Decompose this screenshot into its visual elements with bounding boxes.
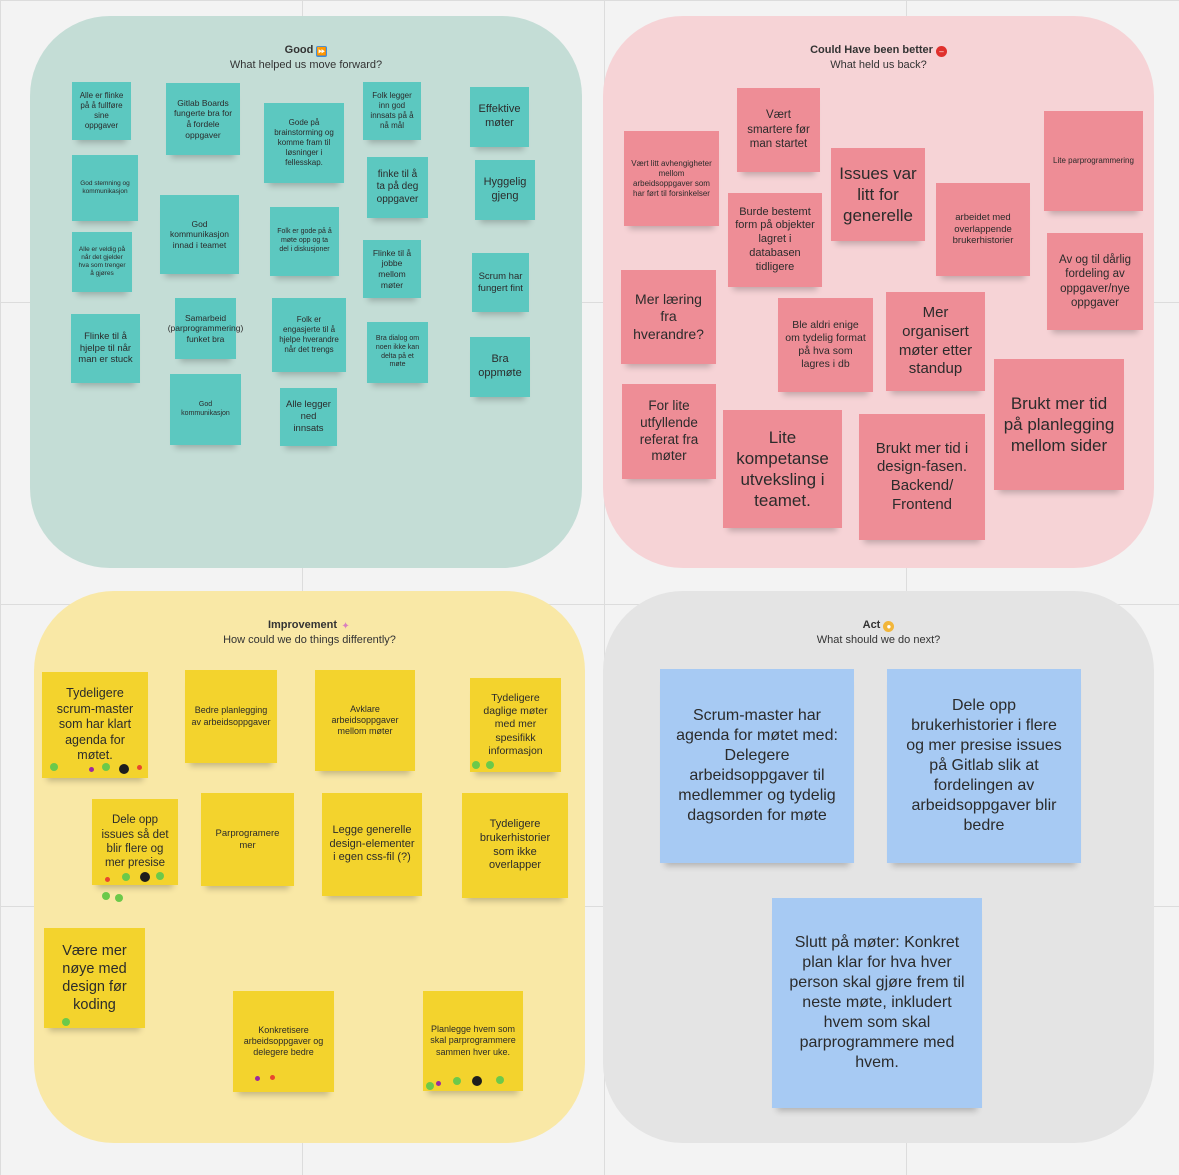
- vote-dot: [50, 763, 58, 771]
- sticky-note-good[interactable]: Alle er veldig på når det gjelder hva so…: [72, 232, 132, 292]
- sticky-note-improvement[interactable]: Avklare arbeidsoppgaver mellom møter: [315, 670, 415, 771]
- sticky-note-good[interactable]: God stemning og kommunikasjon: [72, 155, 138, 221]
- sticky-note-bad[interactable]: Av og til dårlig fordeling av oppgaver/n…: [1047, 233, 1143, 330]
- sticky-note-good[interactable]: God kommunikasjon: [170, 374, 241, 445]
- vote-dot: [269, 1074, 275, 1080]
- sticky-note-good[interactable]: Folk er engasjerte til å hjelpe hverandr…: [272, 298, 346, 372]
- sticky-note-bad[interactable]: Lite parprogrammering: [1044, 111, 1143, 211]
- sticky-note-improvement[interactable]: Være mer nøye med design før koding: [44, 928, 145, 1028]
- sparkle-icon: ✦: [341, 621, 350, 632]
- sticky-note-good[interactable]: Gode på brainstorming og komme fram til …: [264, 103, 344, 183]
- vote-dot: [426, 1082, 434, 1090]
- sticky-note-improvement[interactable]: Planlegge hvem som skal parprogrammere s…: [423, 991, 523, 1091]
- sticky-note-bad[interactable]: Mer læring fra hverandre?: [621, 270, 716, 364]
- vote-dot: [102, 763, 110, 771]
- sticky-note-good[interactable]: Alle er flinke på å fullføre sine oppgav…: [72, 82, 131, 140]
- sticky-note-improvement[interactable]: Tydeligere brukerhistorier som ikke over…: [462, 793, 568, 898]
- frame-title: Improvement: [267, 619, 338, 631]
- sticky-note-improvement[interactable]: Legge generelle design-elementer i egen …: [322, 793, 422, 896]
- sticky-note-good[interactable]: Folk er gode på å møte opp og ta del i d…: [270, 207, 339, 276]
- sticky-note-good[interactable]: God kommunikasjon innad i teamet: [160, 195, 239, 274]
- frame-title: Good: [284, 44, 314, 56]
- sticky-note-improvement[interactable]: Parprogramere mer: [201, 793, 294, 886]
- fast-forward-icon: ⏩: [316, 46, 328, 57]
- frame-subtitle: What helped us move forward?: [229, 59, 383, 71]
- no-entry-icon: –: [935, 46, 947, 57]
- sticky-note-good[interactable]: Effektive møter: [470, 87, 529, 147]
- vote-dot: [435, 1080, 441, 1086]
- vote-dot: [156, 872, 164, 880]
- sticky-note-good[interactable]: Scrum har fungert fint: [472, 253, 529, 312]
- vote-dot: [486, 761, 494, 769]
- sticky-note-good[interactable]: Bra oppmøte: [470, 337, 530, 397]
- vote-dot: [102, 892, 110, 900]
- sticky-note-bad[interactable]: Burde bestemt form på objekter lagret i …: [728, 193, 822, 287]
- sticky-note-good[interactable]: finke til å ta på deg oppgaver: [367, 157, 428, 218]
- frame-subtitle: What should we do next?: [816, 634, 941, 646]
- vote-dot: [115, 894, 123, 902]
- sticky-note-improvement[interactable]: Tydeligere scrum-master som har klart ag…: [42, 672, 148, 778]
- vote-dot: [62, 1018, 70, 1026]
- sticky-note-good[interactable]: Flinke til å hjelpe til når man er stuck: [71, 314, 140, 383]
- sticky-note-act[interactable]: Scrum-master har agenda for møtet med: D…: [660, 669, 854, 863]
- sticky-note-bad[interactable]: Lite kompetanse utveksling i teamet.: [723, 410, 842, 528]
- frame-title: Could Have been better: [810, 44, 933, 56]
- sticky-note-bad[interactable]: Ble aldri enige om tydelig format på hva…: [778, 298, 873, 392]
- frame-bad-header: Could Have been better– What held us bac…: [603, 43, 1154, 73]
- frame-title: Act: [862, 619, 881, 631]
- sticky-note-act[interactable]: Slutt på møter: Konkret plan klar for hv…: [772, 898, 982, 1108]
- sticky-note-bad[interactable]: Vært smartere før man startet: [737, 88, 820, 172]
- vote-dot: [140, 872, 150, 882]
- flexed-biceps-icon: ●: [883, 621, 895, 632]
- frame-subtitle: What held us back?: [830, 59, 927, 71]
- sticky-note-good[interactable]: Flinke til å jobbe mellom møter: [363, 240, 421, 298]
- vote-dot: [472, 761, 480, 769]
- sticky-note-improvement[interactable]: Dele opp issues så det blir flere og mer…: [92, 799, 178, 885]
- sticky-note-good[interactable]: Hyggelig gjeng: [475, 160, 535, 220]
- sticky-note-good[interactable]: Gitlab Boards fungerte bra for å fordele…: [166, 83, 240, 155]
- vote-dot: [496, 1076, 504, 1084]
- frame-act-header: Act● What should we do next?: [603, 618, 1154, 648]
- sticky-note-bad[interactable]: Brukt mer tid på planlegging mellom side…: [994, 359, 1124, 490]
- vote-dot: [136, 764, 142, 770]
- sticky-note-improvement[interactable]: Bedre planlegging av arbeidsoppgaver: [185, 670, 277, 763]
- vote-dot: [472, 1076, 482, 1086]
- vote-dot: [119, 764, 129, 774]
- frame-subtitle: How could we do things differently?: [223, 634, 396, 646]
- sticky-note-bad[interactable]: For lite utfyllende referat fra møter: [622, 384, 716, 479]
- sticky-note-good[interactable]: Folk legger inn god innsats på å nå mål: [363, 82, 421, 140]
- vote-dot: [88, 766, 94, 772]
- sticky-note-bad[interactable]: Vært litt avhengigheter mellom arbeidsop…: [624, 131, 719, 226]
- sticky-note-good[interactable]: Bra dialog om noen ikke kan delta på et …: [367, 322, 428, 383]
- sticky-note-improvement[interactable]: Konkretisere arbeidsoppgaver og delegere…: [233, 991, 334, 1092]
- frame-improvement-header: Improvement✦ How could we do things diff…: [34, 618, 585, 648]
- sticky-note-good[interactable]: Alle legger ned innsats: [280, 388, 337, 446]
- frame-good-header: Good⏩ What helped us move forward?: [30, 43, 582, 73]
- vote-dot: [122, 873, 130, 881]
- vote-dot: [104, 876, 110, 882]
- sticky-note-bad[interactable]: arbeidet med overlappende brukerhistorie…: [936, 183, 1030, 276]
- sticky-note-bad[interactable]: Mer organisert møter etter standup: [886, 292, 985, 391]
- vote-dot: [254, 1075, 260, 1081]
- sticky-note-good[interactable]: Samarbeid (parprogrammering) funket bra: [168, 298, 243, 359]
- sticky-note-improvement[interactable]: Tydeligere daglige møter med mer spesifi…: [470, 678, 561, 772]
- sticky-note-bad[interactable]: Brukt mer tid i design-fasen. Backend/ F…: [859, 414, 985, 540]
- sticky-note-bad[interactable]: Issues var litt for generelle: [831, 148, 925, 241]
- sticky-note-act[interactable]: Dele opp brukerhistorier i flere og mer …: [887, 669, 1081, 863]
- vote-dot: [453, 1077, 461, 1085]
